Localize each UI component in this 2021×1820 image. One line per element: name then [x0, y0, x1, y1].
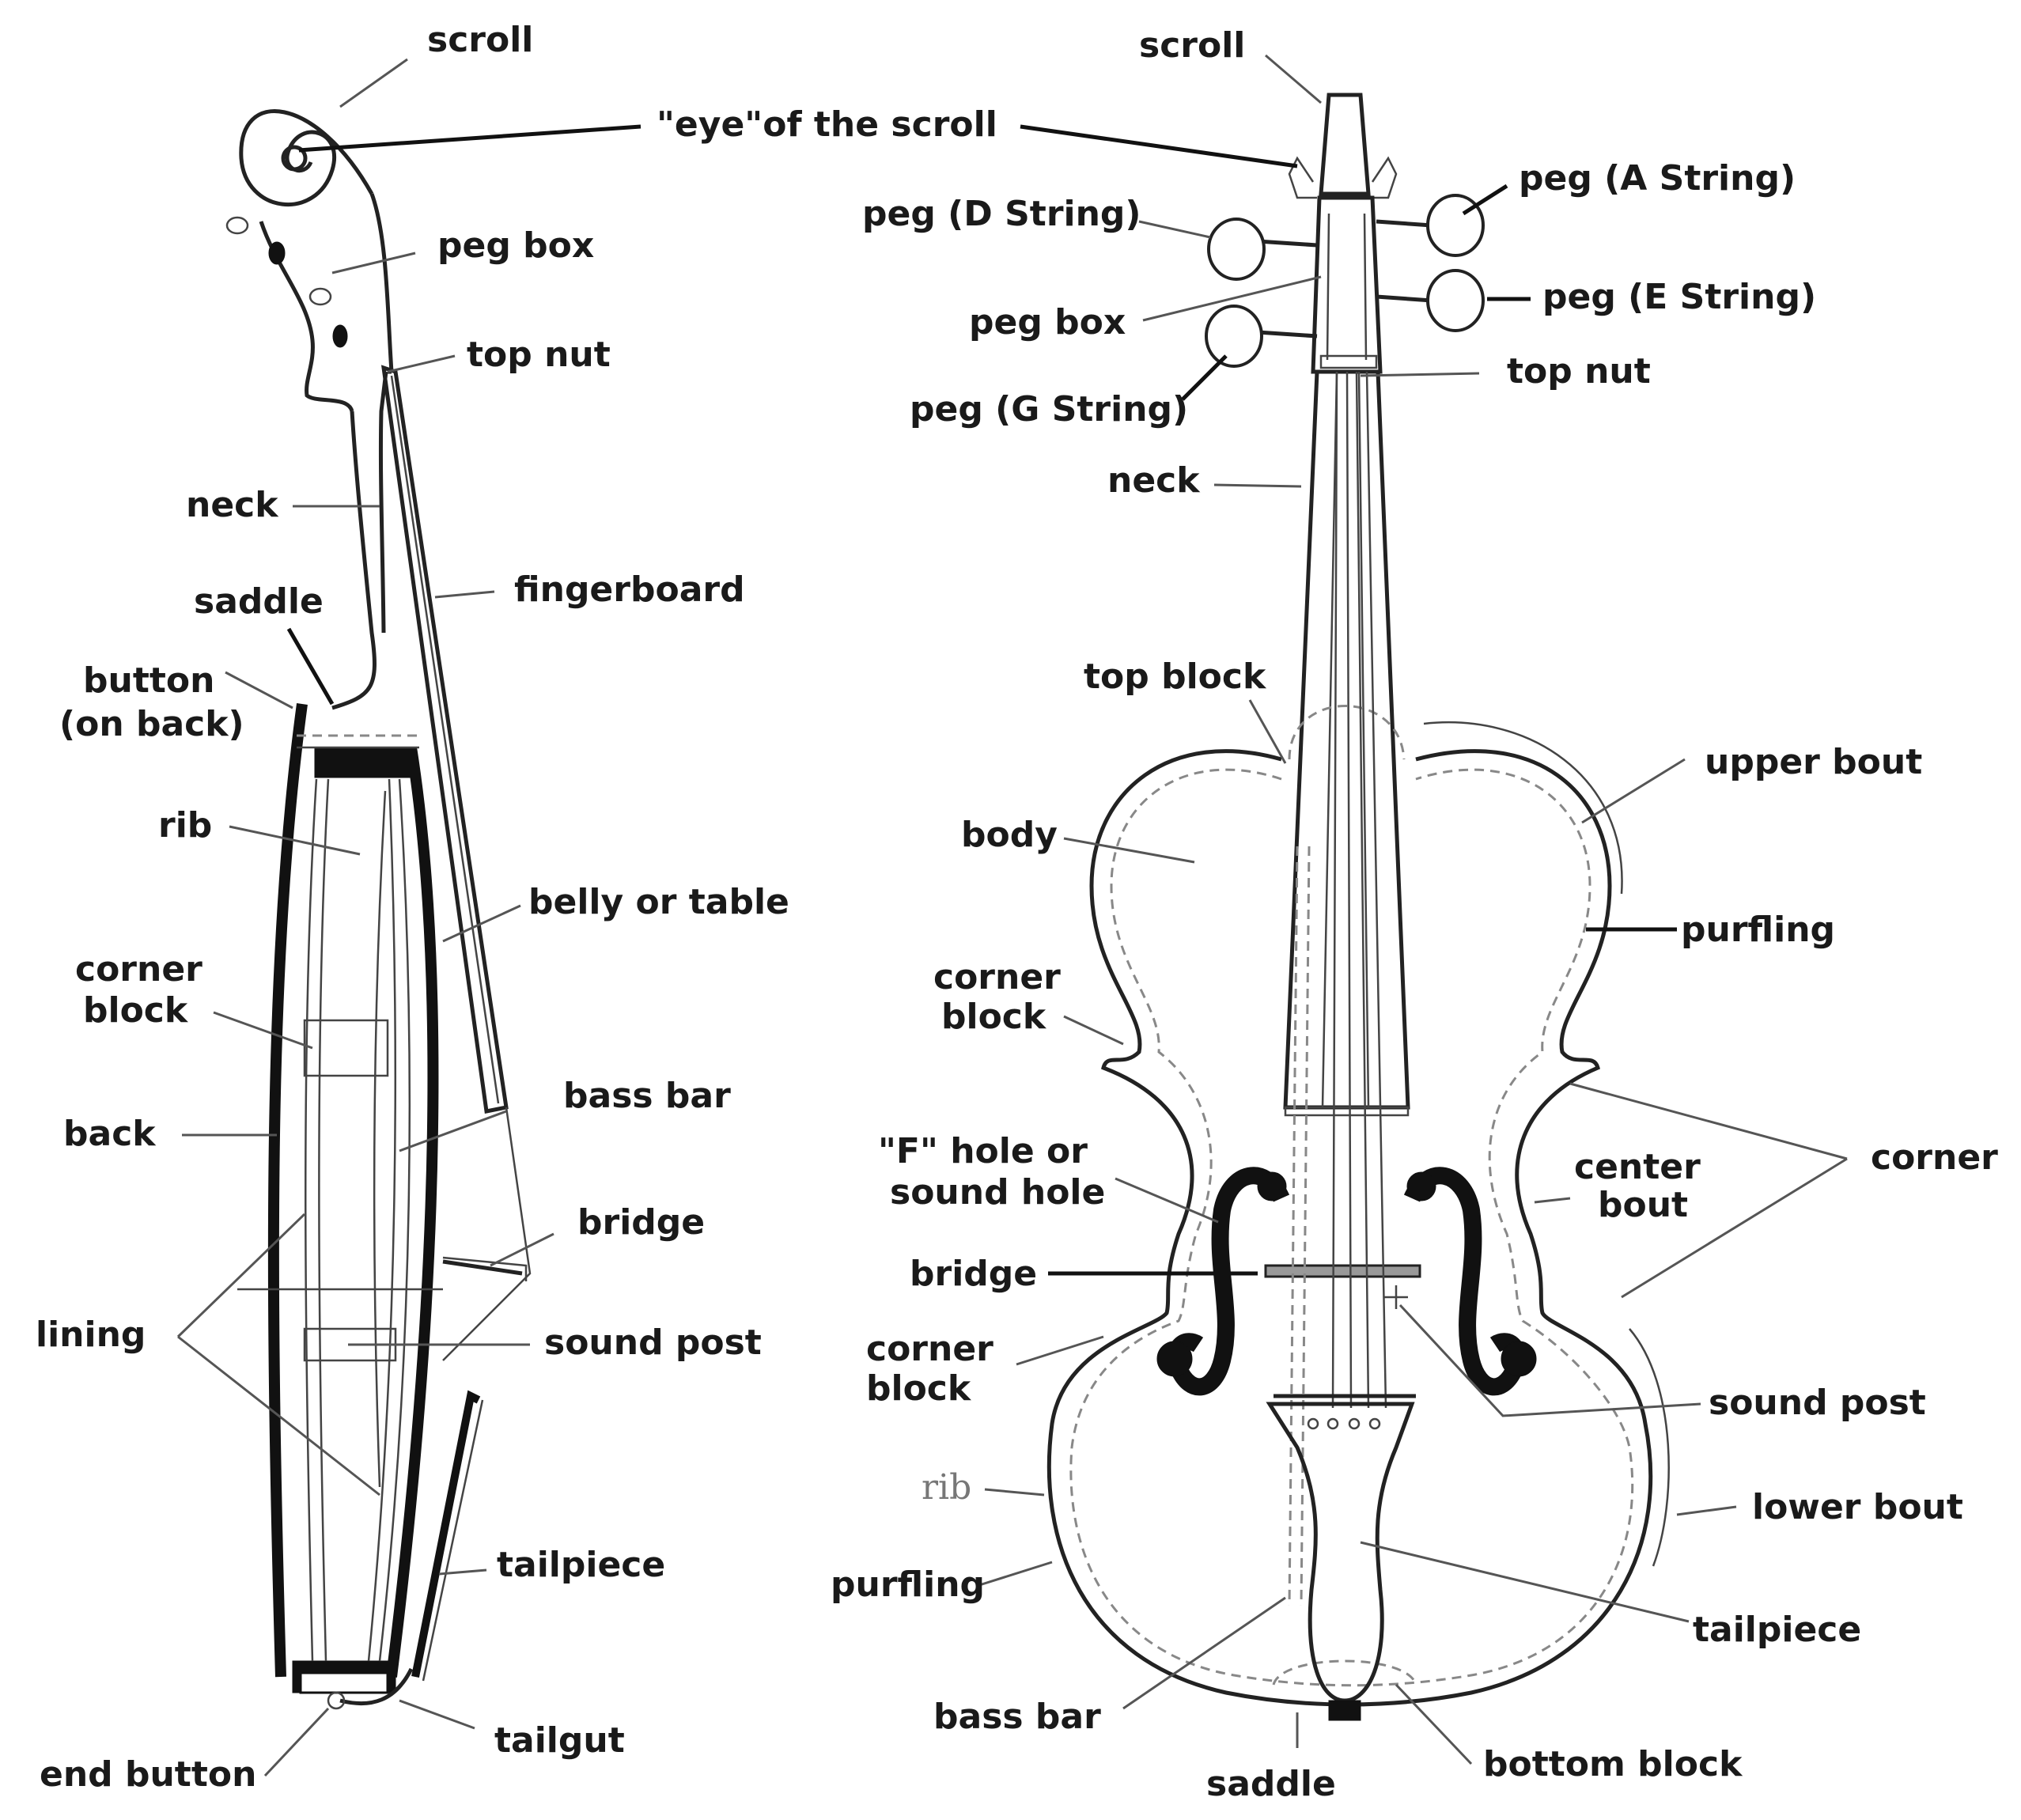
- side-view-violin: [225, 109, 532, 1710]
- side-fingerboard-drawing: [380, 365, 509, 1114]
- side-view-labels: scroll peg box top nut neck saddle finge…: [36, 20, 789, 1795]
- front-saddle-drawing: [1328, 1700, 1361, 1721]
- label-corner: corner: [1871, 1137, 1998, 1178]
- f-hole-right: [1403, 1167, 1537, 1396]
- leader-lines: [176, 54, 1848, 1777]
- label-side-top-nut: top nut: [467, 335, 611, 375]
- label-side-saddle: saddle: [194, 581, 324, 622]
- label-side-peg-box: peg box: [437, 225, 594, 266]
- label-front-corner-block-upper-2: block: [941, 997, 1047, 1037]
- label-side-neck: neck: [186, 485, 279, 525]
- label-front-corner-block-lower-2: block: [866, 1368, 972, 1409]
- label-peg-g: peg (G String): [910, 389, 1188, 429]
- side-belly-plate: [386, 746, 439, 1678]
- label-front-sound-post: sound post: [1709, 1383, 1926, 1423]
- label-side-button-on-back: (on back): [59, 704, 244, 744]
- front-tailpiece-drawing: [1266, 1394, 1416, 1703]
- label-top-block: top block: [1084, 656, 1267, 697]
- label-front-purfling-lower: purfling: [831, 1565, 985, 1605]
- label-front-purfling-upper: purfling: [1681, 910, 1835, 950]
- side-back-plate: [267, 703, 308, 1678]
- label-eye-of-scroll: "eye"of the scroll: [657, 104, 997, 145]
- front-scroll-drawing: [1288, 93, 1398, 199]
- label-side-scroll: scroll: [427, 20, 533, 60]
- label-side-button: button: [83, 660, 214, 701]
- front-bass-bar: [1288, 846, 1311, 1606]
- side-scroll-drawing: [239, 109, 394, 373]
- label-upper-bout: upper bout: [1705, 742, 1922, 782]
- front-view-violin: [1046, 93, 1670, 1721]
- peg-a-drawing: [1376, 194, 1485, 257]
- f-hole-left: [1156, 1167, 1290, 1396]
- label-side-corner-block-2: block: [83, 990, 189, 1031]
- label-front-bridge: bridge: [910, 1254, 1037, 1294]
- label-side-tailpiece: tailpiece: [497, 1545, 665, 1585]
- label-front-peg-box: peg box: [969, 302, 1126, 342]
- label-peg-e: peg (E String): [1542, 277, 1816, 317]
- side-neck-drawing: [331, 371, 388, 710]
- front-body-outline: [1046, 705, 1670, 1707]
- label-side-sound-post: sound post: [544, 1322, 762, 1363]
- label-front-corner-block-lower-1: corner: [866, 1329, 993, 1369]
- label-f-hole-2: sound hole: [890, 1172, 1105, 1213]
- label-peg-a: peg (A String): [1519, 158, 1796, 199]
- label-side-belly: belly or table: [528, 882, 789, 922]
- label-side-end-button: end button: [40, 1754, 256, 1795]
- side-top-block: [314, 747, 411, 778]
- side-tailpiece-drawing: [327, 1390, 484, 1710]
- side-body-drawing: [237, 703, 532, 1694]
- peg-g-drawing: [1205, 305, 1318, 368]
- label-side-rib: rib: [158, 805, 212, 846]
- label-peg-d: peg (D String): [862, 194, 1141, 234]
- side-pegbox-drawing: [225, 216, 392, 413]
- label-front-corner-block-upper-1: corner: [933, 957, 1061, 997]
- label-front-bass-bar: bass bar: [933, 1697, 1101, 1737]
- label-side-tailgut: tailgut: [494, 1720, 625, 1761]
- label-side-bass-bar: bass bar: [563, 1076, 731, 1116]
- label-side-bridge: bridge: [577, 1202, 705, 1243]
- label-side-lining: lining: [36, 1315, 146, 1355]
- label-front-neck: neck: [1107, 460, 1201, 501]
- peg-d-drawing: [1207, 218, 1318, 281]
- label-f-hole-1: "F" hole or: [878, 1131, 1088, 1171]
- label-front-saddle: saddle: [1206, 1764, 1336, 1804]
- front-pegbox-drawing: [1311, 195, 1383, 374]
- peg-e-drawing: [1376, 269, 1485, 332]
- label-front-rib: rib: [922, 1467, 971, 1508]
- front-sound-post-marker: [1384, 1285, 1408, 1309]
- front-strings: [1331, 371, 1387, 1409]
- label-center-bout-2: bout: [1598, 1185, 1688, 1225]
- front-pegs: [1205, 194, 1485, 368]
- front-fingerboard-drawing: [1284, 1106, 1410, 1117]
- label-side-corner-block-1: corner: [75, 949, 202, 989]
- label-front-scroll: scroll: [1139, 25, 1245, 66]
- label-side-fingerboard: fingerboard: [514, 569, 745, 610]
- label-center-bout-1: center: [1574, 1147, 1701, 1187]
- label-front-tailpiece: tailpiece: [1693, 1610, 1861, 1650]
- label-lower-bout: lower bout: [1752, 1487, 1963, 1527]
- side-corner-block-upper: [303, 1019, 389, 1077]
- front-view-labels: scroll peg (A String) peg (D String) peg…: [831, 25, 1998, 1804]
- front-bridge-drawing: [1264, 1264, 1421, 1278]
- label-body: body: [961, 815, 1058, 855]
- label-side-back: back: [63, 1114, 157, 1154]
- label-bottom-block: bottom block: [1483, 1744, 1743, 1784]
- scroll-eye-drawing: [281, 145, 308, 172]
- label-front-top-nut: top nut: [1507, 351, 1651, 392]
